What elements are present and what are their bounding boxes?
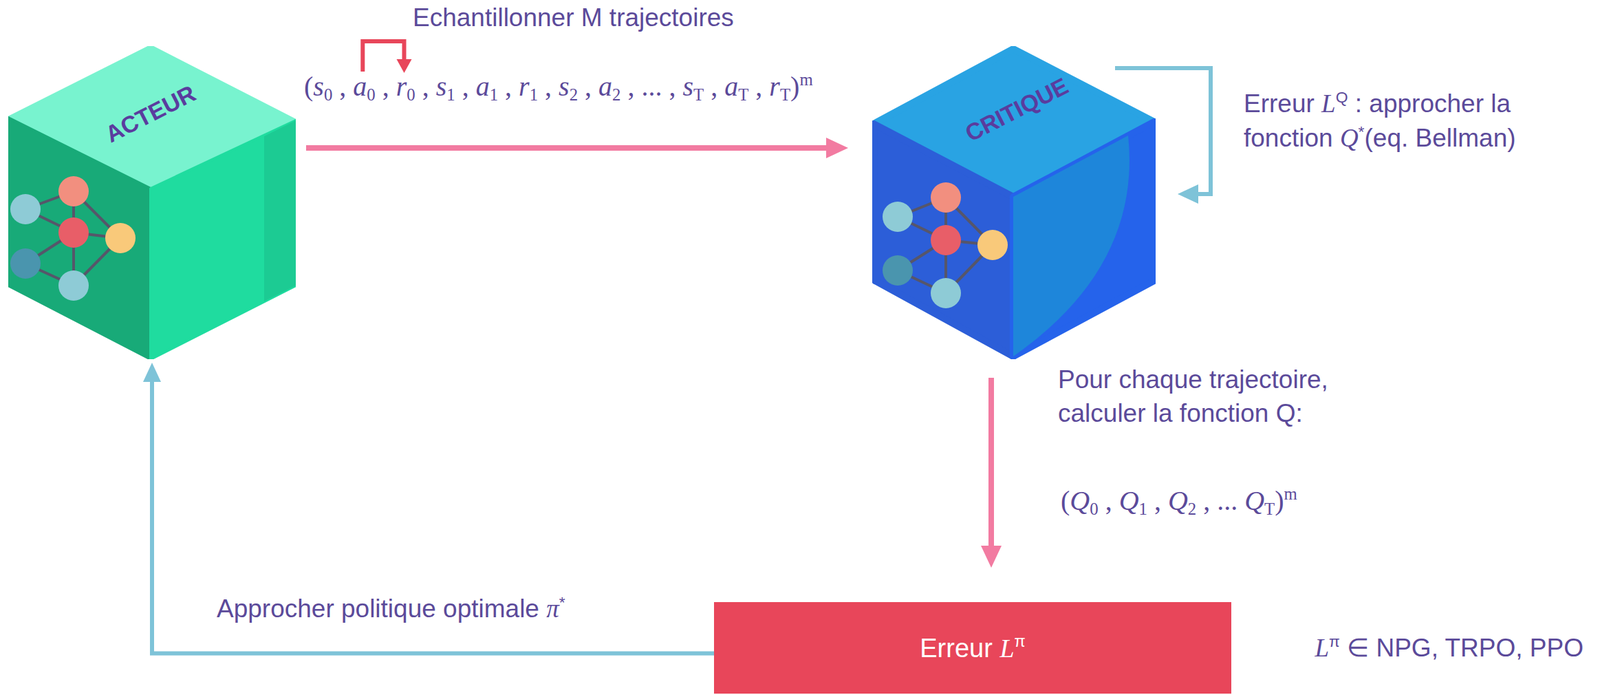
connector-line (306, 145, 829, 151)
math-symbol: Q (1339, 123, 1359, 153)
math-superscript: * (1358, 122, 1365, 141)
math-subscript: 1 (1139, 499, 1148, 518)
arrowhead (980, 545, 1002, 568)
actor-cube: ACTEUR (8, 46, 296, 360)
math-symbol: L (1321, 89, 1336, 118)
trajectory-label: (s0 , a0 , r0 , s1 , a1 , r1 , s2 , a2 ,… (304, 68, 814, 107)
math-symbol: Q (1168, 484, 1188, 516)
connector-line (152, 379, 715, 654)
cube-highlight (1013, 135, 1130, 357)
math-subscript: 0 (366, 85, 375, 104)
math-subscript: 0 (1089, 499, 1098, 518)
math-symbol: a (476, 70, 490, 102)
arrowhead (826, 137, 849, 159)
box-label: Erreur Lπ (919, 632, 1026, 664)
sample-bracket (362, 41, 412, 73)
cube-left (873, 123, 1014, 357)
network-nodes (882, 182, 1008, 309)
bracket-arrowhead (396, 59, 413, 73)
math-subscript: 0 (323, 85, 333, 104)
math-symbol: Q (1069, 484, 1090, 516)
math-symbol: a (724, 70, 739, 102)
math-symbol: L (1314, 633, 1329, 662)
math-symbol: r (769, 70, 781, 102)
math-subscript: 2 (1187, 499, 1197, 518)
math-subscript: 0 (406, 85, 415, 104)
math-subscript: T (780, 85, 791, 104)
sampling-note: Echantillonner M trajectoires (412, 1, 734, 36)
math-subscript: 1 (489, 85, 499, 104)
actor-cube (8, 46, 296, 360)
math-symbol: ) (1274, 484, 1284, 516)
critic-loss-note: Erreur LQ : approcher la fonction Q*(eq.… (1243, 86, 1588, 156)
math-superscript: * (559, 592, 566, 611)
bracket-line (362, 41, 404, 72)
connector-line (988, 377, 994, 549)
math-subscript: T (693, 85, 704, 104)
math-superscript: m (1284, 484, 1298, 503)
math-symbol: π (546, 594, 560, 623)
math-symbol: s (682, 70, 694, 102)
math-symbol: ) (790, 70, 800, 102)
math-subscript: T (1264, 499, 1275, 518)
math-symbol: s (558, 70, 570, 102)
q-compute-note: Pour chaque trajectoire, calculer la fon… (1057, 363, 1416, 431)
math-symbol: s (436, 70, 448, 102)
connector (980, 377, 1002, 568)
math-superscript: π (1014, 632, 1026, 651)
math-symbol: a (352, 70, 367, 102)
math-superscript: m (799, 70, 813, 89)
math-subscript: 1 (529, 85, 538, 104)
math-subscript: T (738, 85, 749, 104)
math-superscript: Q (1335, 88, 1349, 106)
math-symbol: s (312, 70, 324, 102)
math-symbol: Q (1244, 484, 1265, 516)
critic-cube: CRITIQUE (872, 46, 1156, 360)
cube-right (1013, 121, 1155, 357)
loop-arrowhead (1177, 184, 1199, 204)
math-symbol: r (396, 70, 408, 102)
q-values-label: (Q0 , Q1 , Q2 , ... QT)m (1060, 482, 1298, 521)
math-symbol: r (518, 70, 530, 102)
loss-box: Erreur Lπ (714, 601, 1232, 694)
policy-label: Approcher politique optimale π* (216, 591, 566, 626)
math-subscript: 1 (446, 85, 455, 104)
math-symbol: L (999, 633, 1014, 663)
math-symbol: a (598, 70, 613, 102)
math-subscript: 2 (612, 85, 621, 104)
network-nodes (10, 176, 136, 301)
critic-cube (872, 46, 1156, 360)
cube-left (8, 117, 151, 360)
connector (306, 137, 849, 159)
policy-loss-note: Lπ ∈ NPG, TRPO, PPO (1314, 630, 1584, 666)
cube-strip (264, 120, 296, 302)
connector (143, 362, 715, 654)
cube-right (150, 120, 296, 360)
math-superscript: π (1328, 632, 1340, 651)
math-subscript: 2 (569, 85, 578, 104)
arrowhead (143, 362, 161, 382)
math-symbol: Q (1119, 484, 1140, 516)
